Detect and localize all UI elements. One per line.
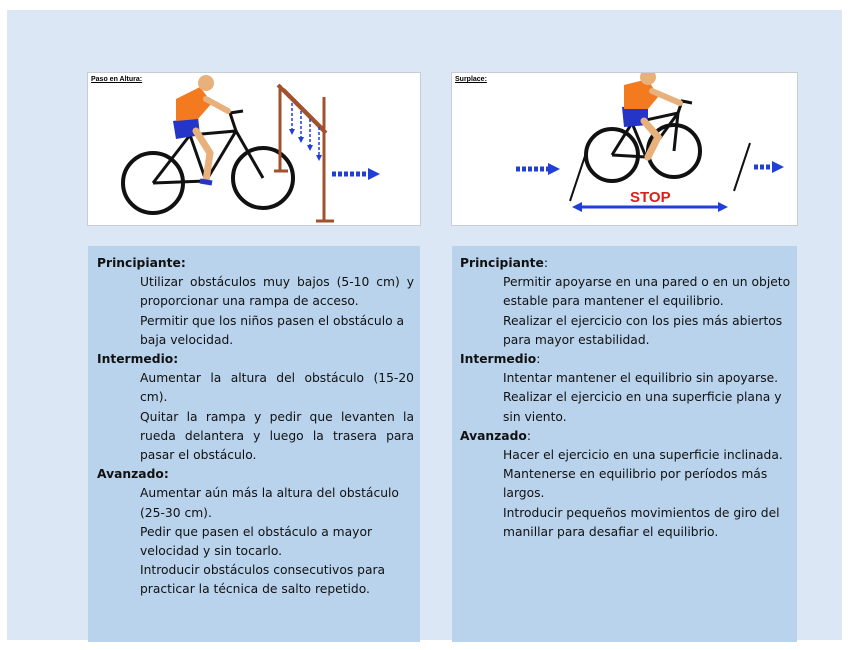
level-heading-principiante: Principiante: — [460, 256, 548, 270]
level-heading-principiante: Principiante: — [97, 256, 186, 270]
list-item: Intentar mantener el equilibrio sin apoy… — [503, 371, 779, 386]
list-item: Aumentar la altura del obstáculo (15-20 … — [140, 371, 414, 405]
list-item: Permitir que los niños pasen el obstácul… — [140, 313, 405, 347]
stop-label: STOP — [630, 189, 671, 206]
list-item: Realizar el ejercicio en una superficie … — [503, 390, 782, 424]
cyclist-over-obstacle-drawing — [121, 75, 380, 223]
list-item: Quitar la rampa y pedir que levanten la … — [140, 409, 414, 463]
illustration-title: Surplace: — [455, 76, 487, 83]
list-item: Hacer el ejercicio en una superficie inc… — [503, 448, 783, 463]
list-item: Pedir que pasen el obstáculo a mayor vel… — [140, 524, 373, 559]
level-heading-intermedio: Intermedio: — [97, 352, 179, 367]
illustration-paso-en-altura: Paso en Altura: — [87, 72, 421, 226]
list-item: Permitir apoyarse en una pared o en un o… — [503, 275, 791, 309]
level-heading-avanzado: Avanzado: — [460, 428, 532, 443]
list-item: Introducir pequeños movimientos de giro … — [503, 505, 780, 539]
illustration-surplace: Surplace: STOP — [451, 72, 798, 226]
list-item: Mantenerse en equilibrio por períodos má… — [503, 467, 768, 501]
list-item: Aumentar aún más la altura del obstáculo… — [140, 486, 399, 520]
card-surplace: Principiante: Permitir apoyarse en una p… — [452, 246, 797, 642]
illustration-title: Paso en Altura: — [91, 76, 143, 83]
cyclist-stationary-drawing: STOP — [516, 73, 784, 212]
card-paso-en-altura: Principiante: Utilizar obstáculos muy ba… — [88, 246, 420, 642]
list-item: Realizar el ejercicio con los pies más a… — [503, 313, 783, 347]
list-item: Utilizar obstáculos muy bajos (5-10 cm) … — [140, 275, 414, 309]
level-heading-intermedio: Intermedio: — [460, 352, 541, 367]
list-item: Introducir obstáculos consecutivos para … — [140, 563, 386, 597]
level-heading-avanzado: Avanzado: — [97, 467, 169, 482]
